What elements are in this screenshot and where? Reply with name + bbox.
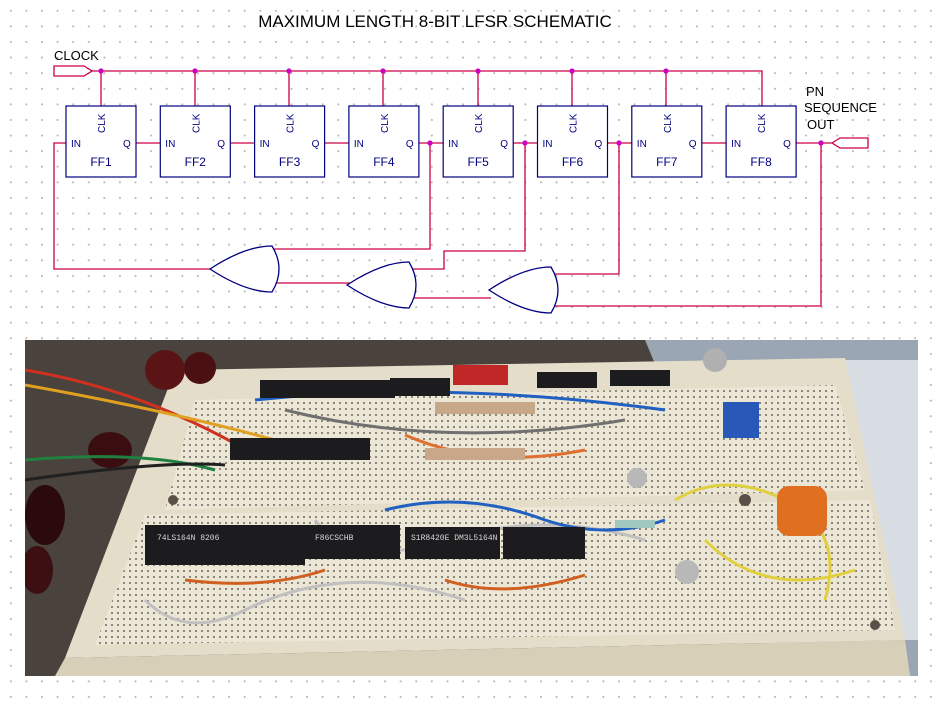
flip-flop-4: IN Q CLK FF4 <box>348 105 420 178</box>
flip-flop-label: FF1 <box>90 155 112 169</box>
flip-flop-label: FF2 <box>185 155 207 169</box>
chip2-label: F86CSCHB <box>315 534 354 543</box>
junction-dot <box>286 68 292 74</box>
clock-bus <box>92 70 763 106</box>
flip-flop-body <box>348 105 420 178</box>
out-label: OUT <box>807 117 835 132</box>
flip-flop-body <box>159 105 231 178</box>
pin-clk-label: CLK <box>474 113 485 133</box>
flip-flop-label: FF8 <box>750 155 772 169</box>
flip-flop-5: IN Q CLK FF5 <box>442 105 514 178</box>
flip-flop-label: FF7 <box>656 155 678 169</box>
pin-in-label: IN <box>731 139 741 150</box>
pin-clk-label: CLK <box>191 113 202 133</box>
pin-q-label: Q <box>595 139 603 150</box>
clock-junctions <box>98 68 669 74</box>
flip-flop-row: IN Q CLK FF1 IN Q CLK FF2 IN Q CLK FF3 IN Q CLK FF4 IN Q C… <box>65 105 797 178</box>
resistor-array <box>425 402 655 528</box>
pin-q-label: Q <box>500 139 508 150</box>
pin-in-label: IN <box>165 139 175 150</box>
chip1-label: 74LS164N 8206 <box>157 534 220 543</box>
pin-in-label: IN <box>354 139 364 150</box>
pn-label: PN <box>806 84 825 99</box>
flip-flop-body <box>725 105 797 178</box>
junction-dot <box>98 68 104 74</box>
pin-clk-label: CLK <box>757 113 768 133</box>
breadboard-photo: 74LS164N 8206 F86CSCHB S1R8420E DM3L5164… <box>25 340 918 676</box>
flip-flop-label: FF6 <box>562 155 584 169</box>
tap-junctions <box>427 140 824 146</box>
clock-drops <box>100 71 667 106</box>
pin-in-label: IN <box>260 139 270 150</box>
sequence-label: SEQUENCE <box>804 100 877 115</box>
xor-gate-2 <box>345 261 417 309</box>
junction-dot <box>522 140 528 146</box>
transistors <box>627 348 727 584</box>
flip-flop-8: IN Q CLK FF8 <box>725 105 797 178</box>
flip-flop-label: FF5 <box>468 155 490 169</box>
feedback-wires <box>53 142 822 307</box>
page-title: MAXIMUM LENGTH 8-BIT LFSR SCHEMATIC <box>258 12 612 31</box>
flip-flop-3: IN Q CLK FF3 <box>254 105 326 178</box>
flip-flop-7: IN Q CLK FF7 <box>631 105 703 178</box>
junction-dot <box>616 140 622 146</box>
junction-dot <box>475 68 481 74</box>
pin-q-label: Q <box>312 139 320 150</box>
pin-in-label: IN <box>543 139 553 150</box>
flip-flop-body <box>254 105 326 178</box>
junction-dot <box>427 140 433 146</box>
lfsr-schematic: IN Q CLK FF1 IN Q CLK FF2 IN Q CLK FF3 IN Q CLK FF4 IN Q C… <box>53 65 869 314</box>
clock-port <box>53 65 94 77</box>
flip-flop-body <box>65 105 137 178</box>
pin-q-label: Q <box>217 139 225 150</box>
banana-terminals <box>25 350 216 594</box>
junction-dot <box>380 68 386 74</box>
flip-flop-body <box>442 105 514 178</box>
pin-clk-label: CLK <box>286 113 297 133</box>
junction-dot <box>818 140 824 146</box>
dip-switch <box>453 365 508 385</box>
flip-flop-label: FF4 <box>373 155 395 169</box>
flip-flop-body <box>631 105 703 178</box>
pin-clk-label: CLK <box>380 113 391 133</box>
flip-flop-label: FF3 <box>279 155 301 169</box>
flip-flop-6: IN Q CLK FF6 <box>536 105 609 178</box>
pin-in-label: IN <box>637 139 647 150</box>
junction-dot <box>663 68 669 74</box>
pin-in-label: IN <box>71 139 81 150</box>
pin-clk-label: CLK <box>569 113 580 133</box>
flip-flop-2: IN Q CLK FF2 <box>159 105 231 178</box>
clock-label: CLOCK <box>54 48 99 63</box>
pin-q-label: Q <box>406 139 414 150</box>
flip-flop-body <box>536 105 609 178</box>
pin-in-label: IN <box>448 139 458 150</box>
pin-clk-label: CLK <box>97 113 108 133</box>
flip-flop-1: IN Q CLK FF1 <box>65 105 137 178</box>
junction-dot <box>192 68 198 74</box>
xor-gate-3 <box>487 266 559 314</box>
pin-q-label: Q <box>783 139 791 150</box>
chip3-label: S1R8420E DM3L5164N <box>411 534 498 543</box>
capacitor <box>777 486 827 536</box>
ic-chips: 74LS164N 8206 F86CSCHB S1R8420E DM3L5164… <box>145 370 670 565</box>
output-port <box>830 137 869 149</box>
pin-q-label: Q <box>689 139 697 150</box>
pin-clk-label: CLK <box>663 113 674 133</box>
pin-q-label: Q <box>123 139 131 150</box>
junction-dot <box>569 68 575 74</box>
trimmer-pot <box>723 402 759 438</box>
xor-gate-1 <box>208 245 280 293</box>
